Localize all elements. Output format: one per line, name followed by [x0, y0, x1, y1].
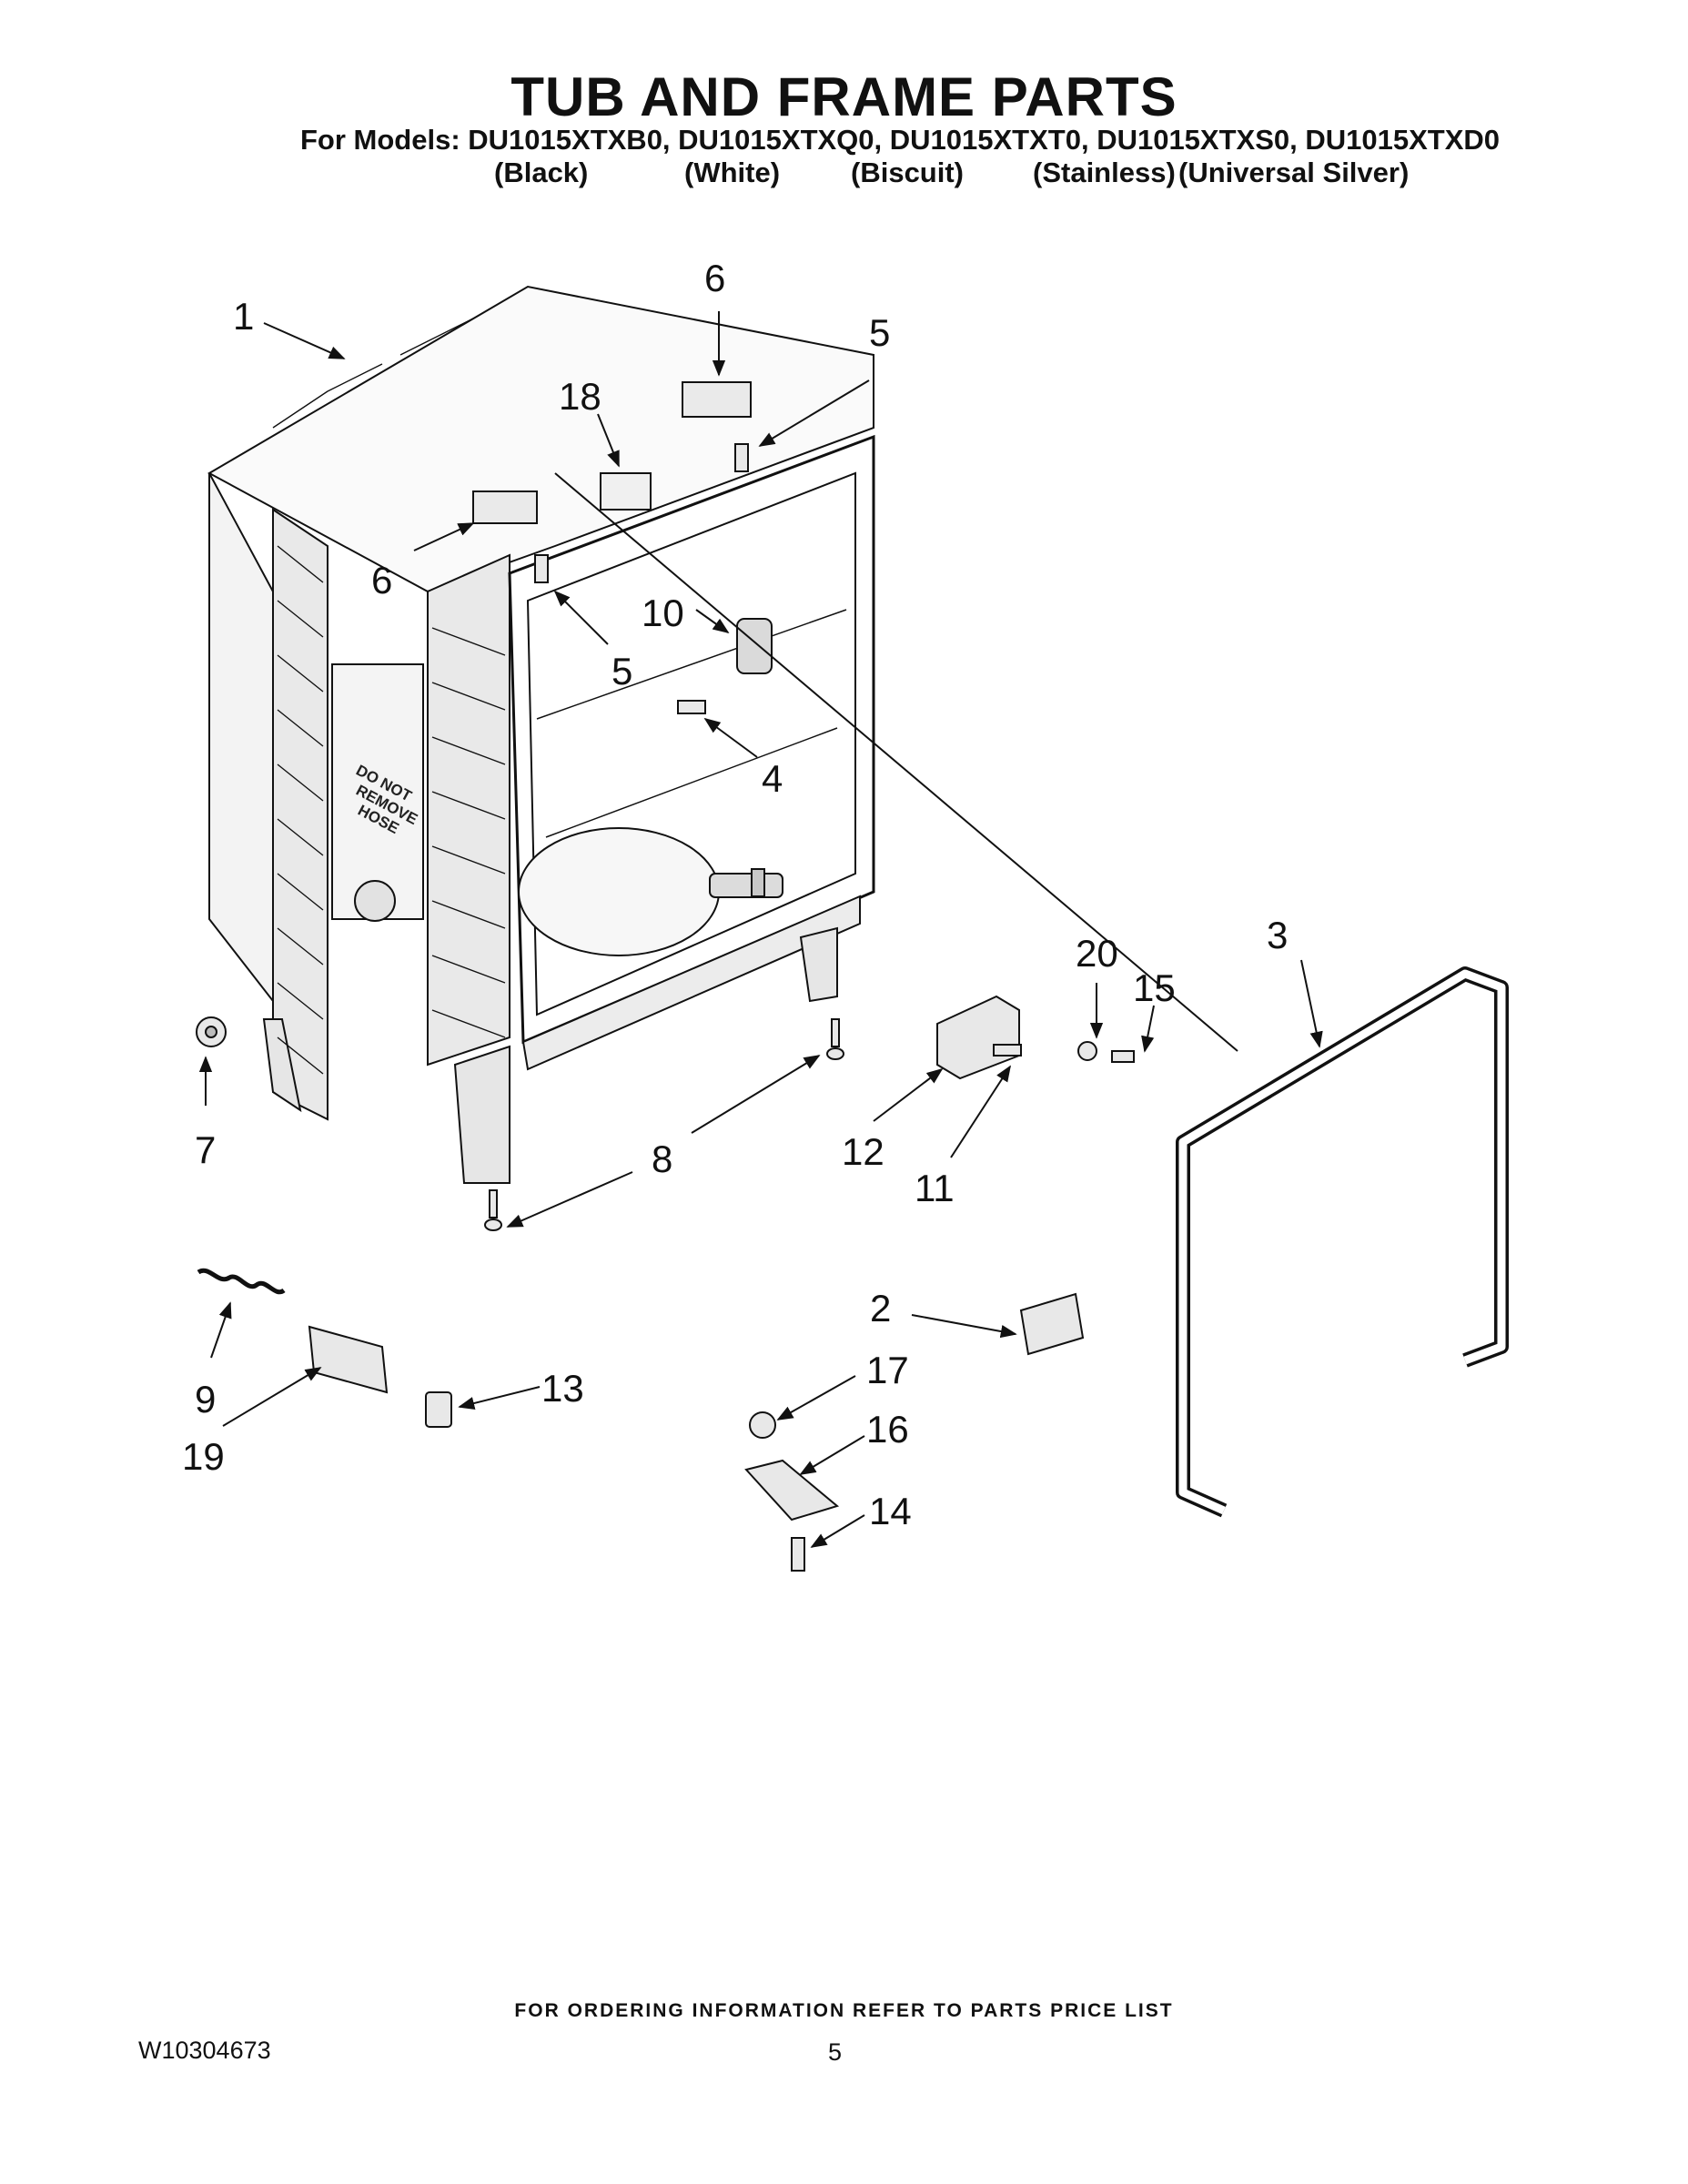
callout-9: 9 [195, 1378, 216, 1421]
callout-labels: 1 2 3 4 5 5 6 6 7 8 9 10 11 12 13 14 15 … [182, 257, 1288, 1532]
color-universal-silver: (Universal Silver) [1178, 157, 1410, 188]
callout-15: 15 [1133, 966, 1176, 1009]
callout-3: 3 [1267, 914, 1288, 956]
part-14-screw [791, 1537, 805, 1572]
part-19-pad [308, 1325, 389, 1394]
tub-assembly [207, 285, 875, 1184]
color-white: (White) [684, 157, 781, 188]
callout-18: 18 [559, 375, 601, 418]
part-5-screw-upper [734, 443, 749, 472]
callout-6-upper: 6 [704, 257, 725, 299]
callout-19: 19 [182, 1435, 225, 1478]
callout-2: 2 [870, 1287, 891, 1330]
callout-10: 10 [642, 592, 684, 634]
callout-5-lower: 5 [612, 650, 632, 693]
page-title: TUB AND FRAME PARTS [510, 66, 1178, 127]
callout-12: 12 [842, 1130, 884, 1173]
callout-14: 14 [869, 1490, 912, 1532]
models-line: For Models: DU1015XTXB0, DU1015XTXQ0, DU… [300, 124, 1501, 156]
part-8-leveling-leg-right [831, 1018, 840, 1047]
leader-arrows [198, 311, 1323, 1548]
ordering-information-note: FOR ORDERING INFORMATION REFER TO PARTS … [514, 2000, 1174, 2021]
part-16-bracket [744, 1459, 840, 1522]
small-parts [196, 443, 1135, 1572]
callout-5-upper: 5 [869, 311, 890, 354]
part-11-screw [993, 1044, 1022, 1057]
leader-line-gasket [554, 472, 1238, 1052]
part-8-leveling-leg-left [489, 1189, 498, 1218]
callout-6-lower: 6 [371, 559, 392, 602]
callout-17: 17 [866, 1349, 909, 1391]
color-stainless: (Stainless) [1033, 157, 1176, 188]
part-13-clip [425, 1391, 452, 1428]
callout-20: 20 [1076, 932, 1118, 975]
part-17-knob [749, 1411, 776, 1439]
door-gasket [1176, 966, 1509, 1518]
callout-7: 7 [195, 1128, 216, 1171]
color-black: (Black) [494, 157, 589, 188]
callout-4: 4 [762, 757, 783, 800]
callout-8: 8 [652, 1138, 672, 1180]
document-id: W10304673 [138, 2037, 271, 2064]
page-number: 5 [828, 2038, 843, 2066]
part-2-latch [1019, 1292, 1085, 1356]
part-15-screw [1111, 1050, 1135, 1063]
callout-1: 1 [233, 295, 254, 338]
part-12-bracket [936, 995, 1020, 1080]
callout-13: 13 [541, 1367, 584, 1410]
part-5-screw-lower [534, 554, 549, 583]
color-biscuit: (Biscuit) [851, 157, 964, 188]
callout-11: 11 [915, 1167, 955, 1209]
part-9-spring [197, 1268, 286, 1295]
part-20-washer [1077, 1041, 1097, 1061]
part-4-screw [677, 700, 706, 714]
callout-16: 16 [866, 1408, 909, 1451]
